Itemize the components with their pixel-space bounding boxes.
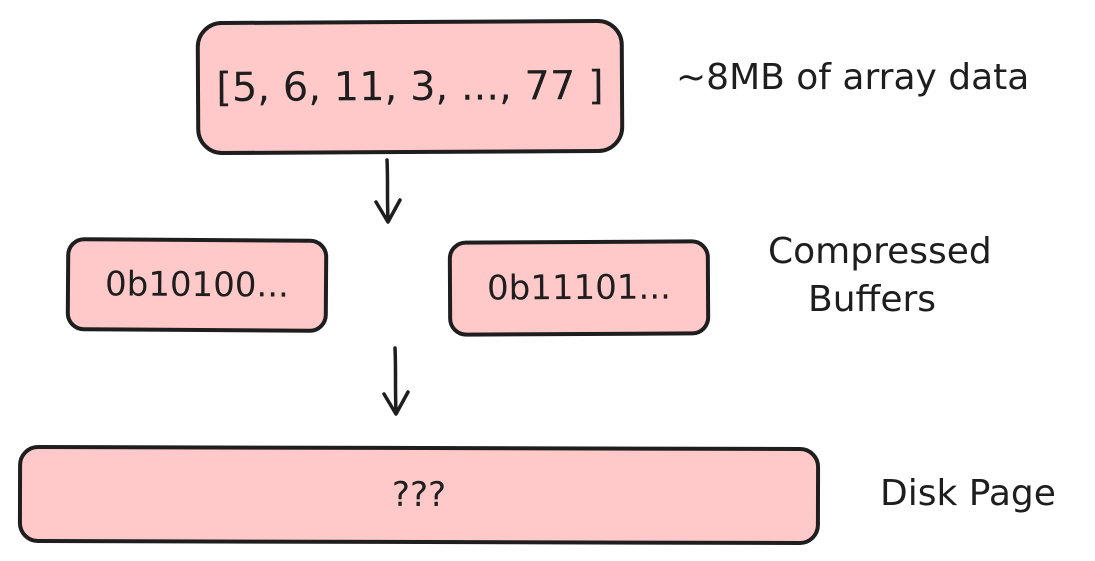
arrow-array-to-buffers (374, 158, 402, 224)
compressed-buffers-label: Compressed Buffers (768, 228, 992, 324)
array-data-box: [5, 6, 11, 3, ..., 77 ] (195, 18, 625, 156)
compressed-buffer-a-text: 0b10100... (104, 264, 290, 306)
disk-page-label: Disk Page (880, 473, 1056, 514)
compressed-buffer-b: 0b11101... (447, 239, 711, 337)
disk-page-box: ??? (17, 444, 821, 546)
arrow-buffers-to-page (382, 346, 410, 416)
array-data-text: [5, 6, 11, 3, ..., 77 ] (216, 62, 604, 112)
compressed-buffer-a: 0b10100... (65, 237, 329, 333)
compressed-buffers-label-line2: Buffers (808, 279, 937, 320)
compressed-buffer-b-text: 0b11101... (486, 267, 671, 309)
compressed-buffers-label-line1: Compressed (768, 231, 992, 272)
disk-page-text: ??? (391, 474, 447, 516)
array-size-label: ~8MB of array data (676, 57, 1030, 98)
